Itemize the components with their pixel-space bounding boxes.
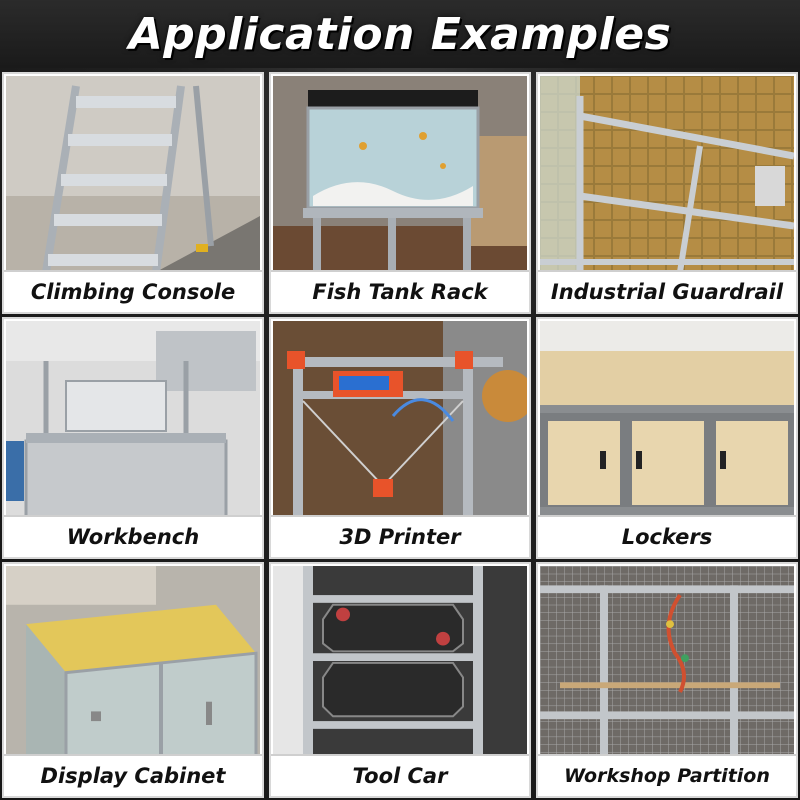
header-banner: Application Examples (0, 0, 800, 68)
caption: 3D Printer (271, 515, 529, 557)
caption: Workshop Partition (538, 754, 796, 796)
caption: Industrial Guardrail (538, 270, 796, 312)
guardrail-photo (540, 76, 794, 272)
caption: Display Cabinet (4, 754, 262, 796)
caption: Workbench (4, 515, 262, 557)
page-title: Application Examples (128, 8, 672, 60)
caption: Lockers (538, 515, 796, 557)
caption: Tool Car (271, 754, 529, 796)
cell-climbing-console: Climbing Console (2, 72, 264, 314)
cell-industrial-guardrail: Industrial Guardrail (536, 72, 798, 314)
cell-fish-tank-rack: Fish Tank Rack (269, 72, 531, 314)
cell-display-cabinet: Display Cabinet (2, 562, 264, 798)
cell-tool-car: Tool Car (269, 562, 531, 798)
ladder-photo (6, 76, 260, 272)
cell-lockers: Lockers (536, 317, 798, 559)
cabinet-photo (6, 566, 260, 756)
caption: Climbing Console (4, 270, 262, 312)
lockers-photo (540, 321, 794, 517)
cell-workbench: Workbench (2, 317, 264, 559)
printer-photo (273, 321, 527, 517)
aquarium-photo (273, 76, 527, 272)
application-grid: Climbing Console Fish Tank Rack (0, 70, 800, 800)
toolcar-photo (273, 566, 527, 756)
caption: Fish Tank Rack (271, 270, 529, 312)
partition-photo (540, 566, 794, 756)
workbench-photo (6, 321, 260, 517)
cell-3d-printer: 3D Printer (269, 317, 531, 559)
cell-workshop-partition: Workshop Partition (536, 562, 798, 798)
